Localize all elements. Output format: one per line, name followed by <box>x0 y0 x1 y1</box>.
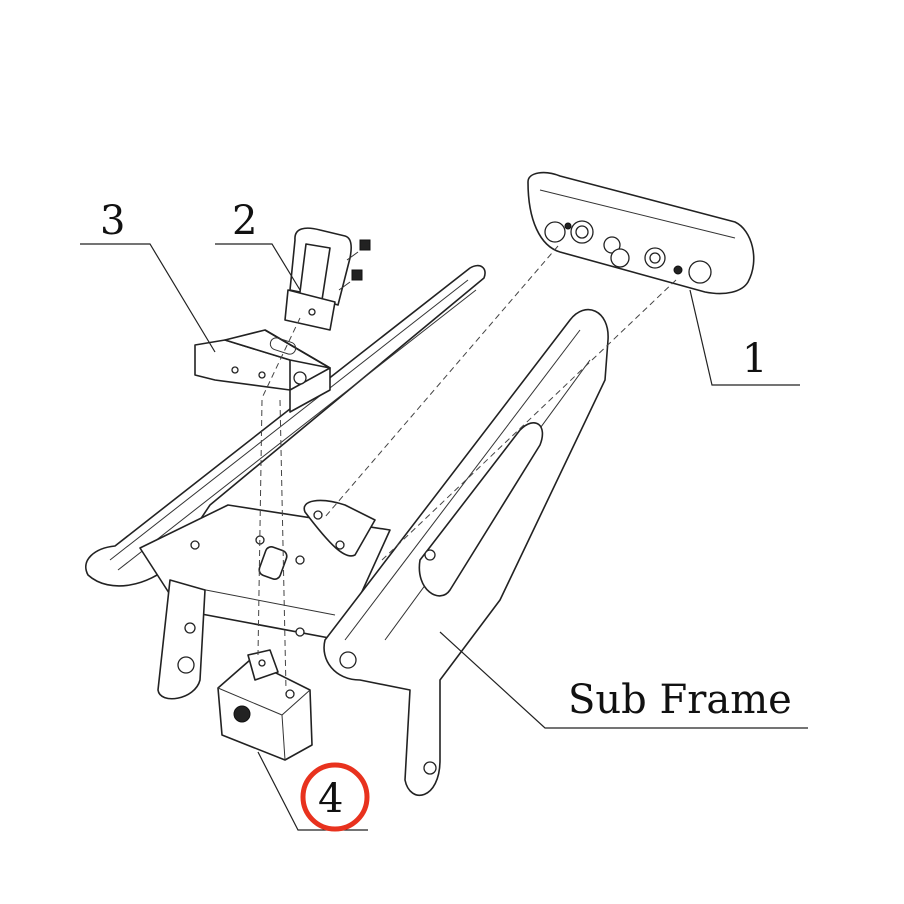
callout-2: 2 <box>232 198 257 244</box>
leader-line-2 <box>215 243 301 291</box>
part-4-block <box>217 649 313 761</box>
part-2-clip <box>284 227 371 331</box>
callout-3: 3 <box>100 198 125 244</box>
leader-line-3 <box>80 243 216 353</box>
part-1-instrument-cluster <box>527 171 755 295</box>
callout-1: 1 <box>742 336 767 382</box>
sub-frame-part <box>85 264 609 797</box>
highlight-circle <box>300 762 370 832</box>
callout-sub-frame: Sub Frame <box>568 677 792 723</box>
leader-line-1 <box>689 289 800 386</box>
assembly-lines <box>257 245 677 691</box>
callout-4: 4 <box>318 776 343 822</box>
leader-line-sub-frame <box>439 631 808 729</box>
part-3-bracket <box>194 329 331 413</box>
